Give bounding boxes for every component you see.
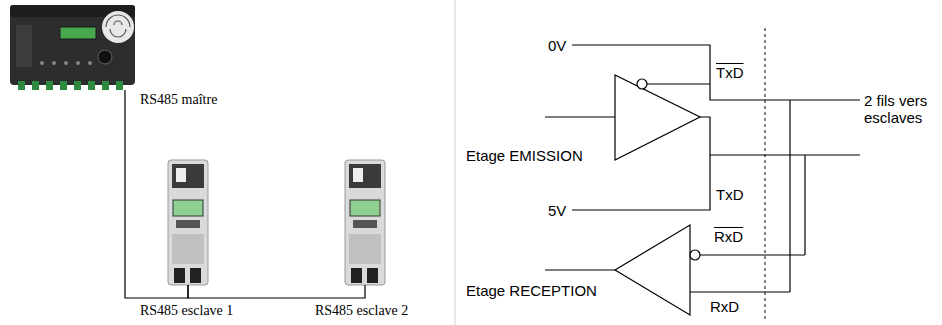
slave-device-picture <box>168 160 208 285</box>
bus-cable <box>125 90 188 298</box>
divider-line <box>455 0 456 325</box>
rs485-schematic <box>545 28 860 322</box>
signal-name: RxD <box>714 228 743 245</box>
device-node: RS485 maître <box>10 5 135 90</box>
device-node: RS485 esclave 2 <box>345 160 385 285</box>
bus-cable <box>188 285 365 298</box>
master-device-picture <box>10 5 135 90</box>
stage-label: Etage EMISSION <box>466 147 583 164</box>
slave-device-picture <box>345 160 385 285</box>
device-node: RS485 esclave 1 <box>168 160 208 285</box>
device-label: RS485 maître <box>140 92 217 108</box>
supply-label: 5V <box>548 202 566 219</box>
bus-note: 2 fils vers esclaves <box>864 92 938 126</box>
supply-label: 0V <box>548 37 566 54</box>
signal-name: RxD <box>710 298 739 315</box>
device-label: RS485 esclave 2 <box>315 303 408 319</box>
device-label: RS485 esclave 1 <box>140 303 233 319</box>
signal-name: TxD <box>716 186 744 203</box>
signal-name: TxD <box>716 64 744 81</box>
stage-label: Etage RECEPTION <box>466 282 597 299</box>
